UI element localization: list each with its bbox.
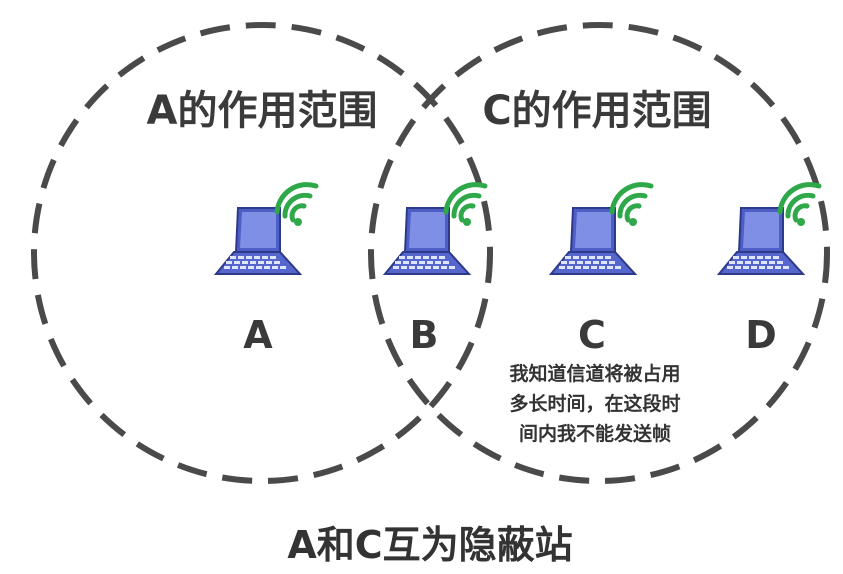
- note-line-1: 我知道信道将被占用: [509, 362, 680, 385]
- laptop-wifi-icon: [551, 185, 651, 274]
- node-label-a: A: [243, 313, 273, 357]
- node-a: [216, 185, 316, 274]
- laptop-wifi-icon: [385, 185, 485, 274]
- laptop-wifi-icon: [216, 185, 316, 274]
- range-label-a: A的作用范围: [147, 88, 378, 134]
- note-line-2: 多长时间，在这段时: [509, 392, 680, 415]
- range-label-c: C的作用范围: [482, 88, 711, 134]
- node-d: [719, 185, 819, 274]
- node-label-d: D: [745, 313, 777, 357]
- laptop-wifi-icon: [719, 185, 819, 274]
- range-circle-a: [31, 22, 493, 484]
- node-b: [385, 185, 485, 274]
- range-circle-c: [368, 22, 830, 484]
- note-line-3: 间内我不能发送帧: [519, 422, 671, 445]
- caption: A和C互为隐蔽站: [287, 523, 572, 567]
- node-label-c: C: [578, 313, 606, 357]
- node-label-b: B: [410, 313, 439, 357]
- node-c: [551, 185, 651, 274]
